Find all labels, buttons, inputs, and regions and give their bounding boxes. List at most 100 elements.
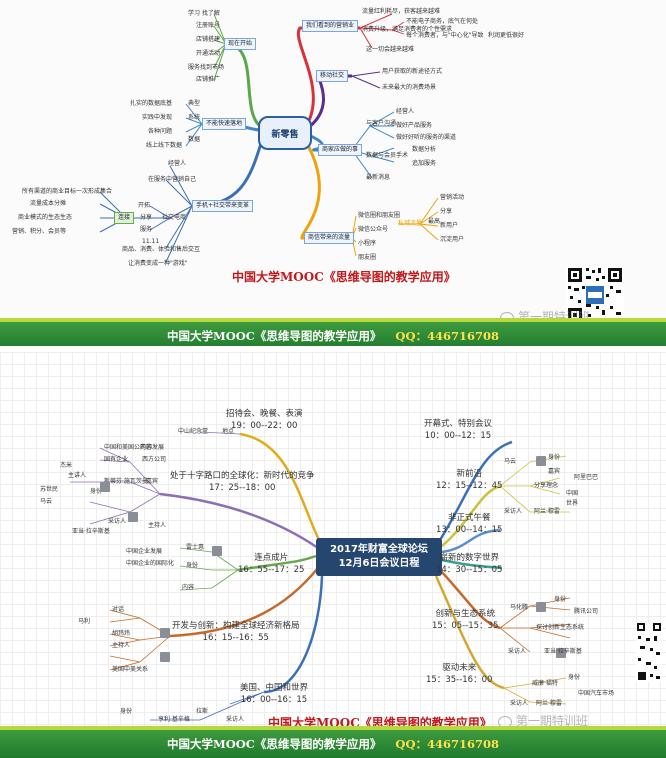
leaf-node: 国有企业: [104, 456, 129, 463]
leaf-node: 中山纪念堂: [178, 428, 209, 435]
session-title: 开幕式、特别会议: [424, 419, 493, 429]
session-time: 19：00--22：00: [231, 421, 298, 431]
leaf-node: 分享: [440, 208, 453, 215]
leaf-node: 做好产品服务: [396, 122, 433, 129]
leaf-node: 地点: [222, 428, 235, 435]
mindmap-branches-2: [70, 431, 571, 721]
qr-code-icon: [636, 622, 662, 682]
leaf-node: 做好好听的服务的渠道: [396, 134, 457, 141]
leaf-node: 主持人: [148, 522, 167, 529]
leaf-node: 私域流量: [398, 220, 423, 227]
session-time: 15：05--15：35: [432, 621, 499, 631]
leaf-node: 主讲人: [68, 472, 87, 479]
leaf-node: 经营人: [168, 160, 187, 167]
leaf-node: 新用户: [440, 222, 459, 229]
leaf-node: 采访人: [108, 518, 127, 525]
leaf-node: 中国: [566, 490, 579, 497]
leaf-node: 追加服务: [412, 160, 437, 167]
leaf-node: 小程序: [358, 240, 377, 247]
leaf-node: 流量成本分摊: [30, 200, 67, 207]
leaf-node: 数据: [188, 136, 201, 143]
session-title: 新前沿: [456, 469, 482, 479]
leaf-node: 胡玮炜: [112, 630, 131, 637]
branch-start-now: 现在开始: [224, 38, 257, 50]
leaf-node: 11.11: [142, 238, 160, 245]
leaf-node: 阿里巴巴: [574, 474, 599, 481]
leaf-node: 亚当·拉辛斯基: [72, 528, 110, 535]
course-banner: 中国大学MOOC《思维导图的教学应用》 QQ：446716708: [0, 322, 666, 346]
leaf-node: 苏世民: [40, 486, 59, 493]
leaf-node: 内容: [140, 444, 153, 451]
leaf-node: 营销活动: [440, 194, 465, 201]
leaf-node: 服务: [140, 226, 153, 233]
leaf-node: 身份: [568, 674, 581, 681]
qr-code-icon: [566, 266, 624, 324]
leaf-node: 学习 找了解: [188, 10, 220, 17]
center-node-label: 新零售: [271, 129, 299, 140]
leaf-node: 与客户沟通: [366, 120, 397, 127]
leaf-node: 嘉宾: [548, 468, 561, 475]
leaf-node: 数据分析: [412, 146, 437, 153]
speaker-photo-icon: [160, 652, 170, 662]
leaf-node: 中国汽车市场: [578, 690, 615, 697]
banner-accent: [0, 726, 666, 730]
speaker-photo-icon: [212, 546, 222, 556]
session-development: 开发与创新：构建全球经济新格局 16：15--16：55: [172, 620, 300, 644]
leaf-node: 身份: [186, 562, 199, 569]
speaker-photo-icon: [536, 602, 546, 612]
session-title: 崭新的数字世界: [439, 553, 499, 563]
leaf-node: 系统: [188, 114, 201, 121]
leaf-node: 世界: [566, 500, 579, 507]
speaker-photo-icon: [556, 648, 566, 658]
session-title: 开发与创新：构建全球经济新格局: [172, 621, 300, 631]
session-title: 连点成片: [254, 553, 289, 563]
leaf-node: 最高: [428, 218, 441, 225]
leaf-node: 不能电子商务，底气在何处: [406, 18, 479, 25]
leaf-node: 采访人: [510, 700, 529, 707]
leaf-node: 斯蒂芬·施瓦茨曼: [104, 478, 148, 485]
leaf-node: 阿兰·穆雷: [534, 508, 560, 515]
session-title: 驱动未来: [442, 663, 477, 673]
leaf-node: 马云: [504, 458, 517, 465]
leaf-node: 采访人: [504, 508, 523, 515]
leaf-node: 流量红利耗尽，获客越来越难: [362, 8, 441, 15]
leaf-node: 阿兰·穆雷: [536, 700, 562, 707]
leaf-node: 朋友圈: [358, 254, 377, 261]
session-title: 招待会、晚餐、表演: [226, 409, 303, 419]
leaf-node: 身份: [548, 454, 561, 461]
session-title: 非正式午餐: [447, 513, 491, 523]
leaf-node: 拉斯: [196, 708, 209, 715]
leaf-node: 未来最大的消费场景: [382, 84, 437, 91]
session-title: 美国、中国和世界: [240, 683, 309, 693]
leaf-node: 中国企业的国际化: [126, 560, 175, 567]
session-time: 15：35--16：00: [426, 675, 493, 685]
banner-qq: QQ：446716708: [395, 329, 499, 343]
banner-text: 中国大学MOOC《思维导图的教学应用》: [167, 329, 382, 343]
center-node-new-retail: 新零售: [258, 116, 312, 150]
leaf-node: 各种问题: [148, 128, 173, 135]
branch-mobile-social: 移动社交: [316, 70, 349, 82]
leaf-node: 典型: [188, 100, 201, 107]
leaf-node: 实践中发现: [142, 114, 173, 121]
session-title: 创新与生态系统: [435, 609, 495, 619]
session-time: 17：25--18：00: [209, 483, 276, 493]
leaf-node: 服务找到市场: [188, 64, 225, 71]
leaf-node: 马利: [78, 618, 91, 625]
leaf-node: 分享理念: [534, 482, 559, 489]
session-innovation: 创新与生态系统 15：05--15：35: [432, 608, 498, 632]
session-title: 处于十字路口的全球化：新时代的竞争: [170, 471, 315, 481]
center-node-forum: 2017年财富全球论坛 12月6日会议日程: [316, 538, 442, 576]
leaf-node: 商业模式的生态生态: [18, 214, 73, 221]
leaf-node: 亚当·拉辛斯基: [544, 648, 582, 655]
leaf-node: 中国企业发展: [126, 548, 163, 555]
branch-merchant-tasks: 商家应做的事: [318, 144, 363, 156]
session-time: 16：55--17：25: [238, 565, 305, 575]
leaf-node: 每个消费者，与"中心化"导致: [406, 32, 484, 39]
leaf-node: 杰米: [60, 462, 73, 469]
course-caption: 中国大学MOOC《思维导图的教学应用》: [232, 270, 456, 284]
leaf-node: 中国和美国公司的发展: [104, 444, 165, 451]
session-time: 16：15--16：55: [202, 633, 269, 643]
leaf-node: 开拓: [138, 202, 151, 209]
